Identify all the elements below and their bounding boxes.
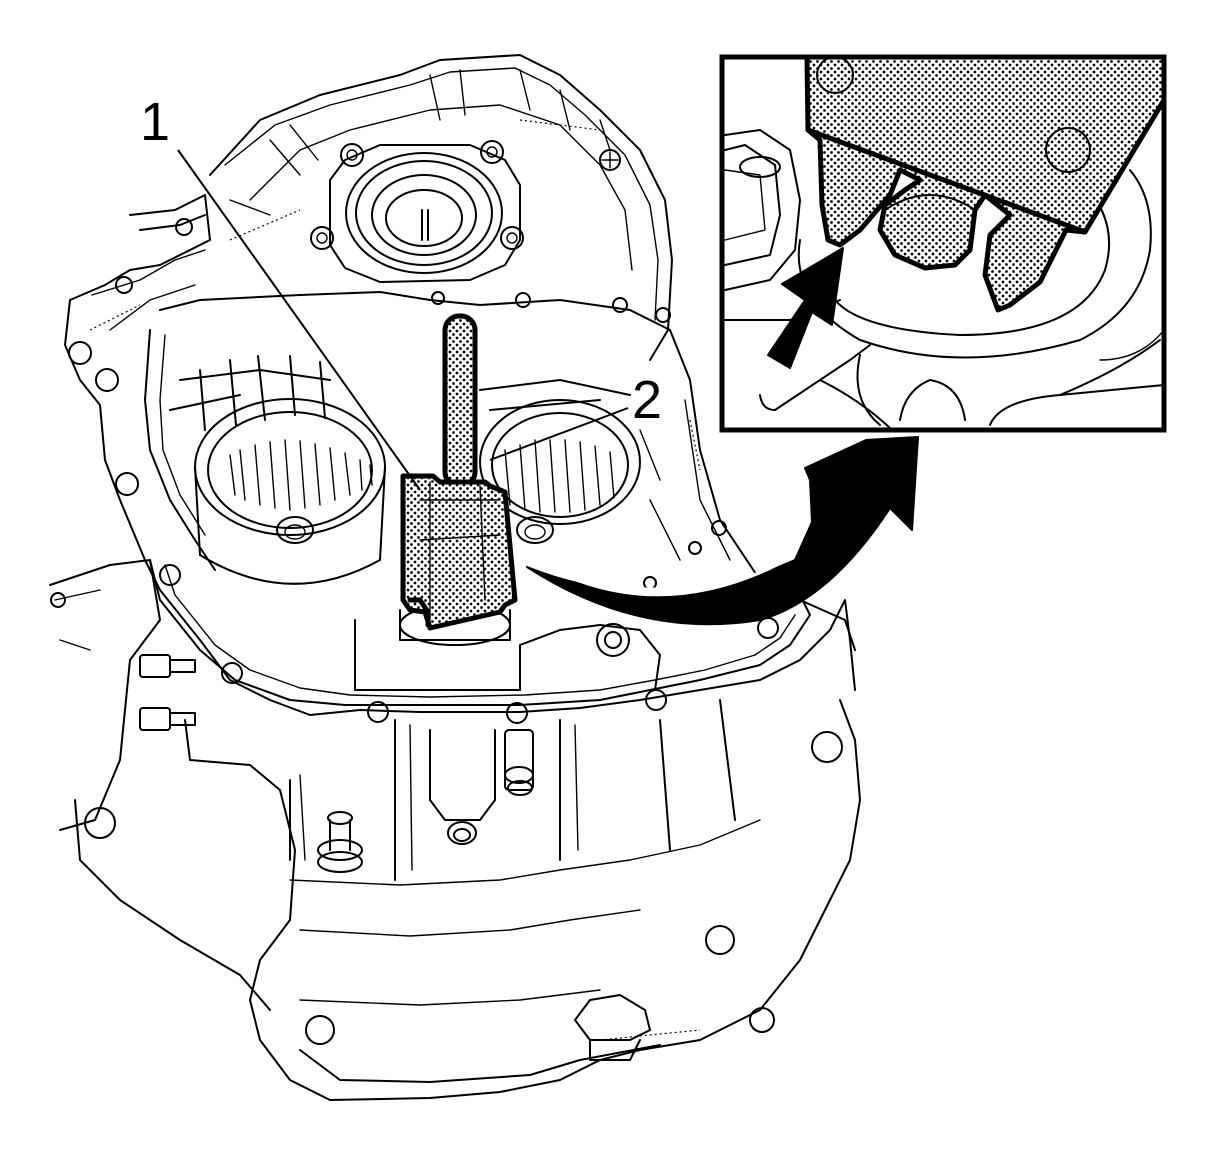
- curved-arrow-icon: [526, 436, 919, 626]
- left-gear-bore: [169, 355, 386, 585]
- flange-bolts: [310, 140, 621, 250]
- callout-1: 1: [140, 92, 170, 152]
- leader-line-2: [489, 407, 629, 461]
- tool-body: [400, 473, 518, 631]
- threaded-rod: [442, 313, 478, 489]
- pointer-arrow-icon: [767, 247, 844, 369]
- right-gear-bore: [479, 379, 641, 544]
- leader-line-1: [177, 149, 421, 491]
- flange-holes: [68, 218, 779, 724]
- transmission-housing: [49, 54, 861, 1101]
- callout-2: 2: [632, 370, 662, 430]
- special-tool: [400, 313, 518, 631]
- detail-inset: [719, 54, 1167, 433]
